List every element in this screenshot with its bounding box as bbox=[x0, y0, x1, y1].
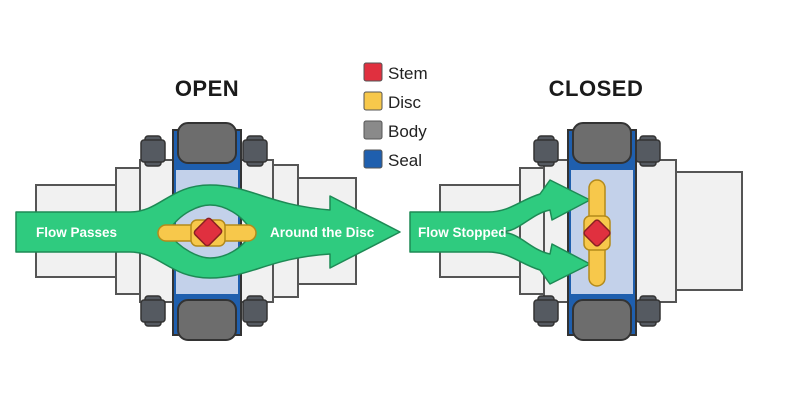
open-bottom-cap bbox=[177, 299, 237, 341]
open-disc-assembly bbox=[157, 217, 257, 247]
closed-disc-assembly bbox=[583, 179, 611, 287]
legend-item-stem: Stem bbox=[363, 62, 428, 83]
closed-bolts bbox=[533, 135, 661, 327]
legend-label-disc: Disc bbox=[388, 93, 422, 112]
open-bolts bbox=[140, 135, 268, 327]
closed-top-cap bbox=[572, 122, 632, 164]
open-flow-label-right: Around the Disc bbox=[270, 225, 375, 240]
closed-pipes bbox=[439, 159, 743, 303]
legend-item-disc: Disc bbox=[363, 91, 422, 112]
open-flow-label-left: Flow Passes bbox=[36, 225, 117, 240]
closed-valve: CLOSED Flow Stopped bbox=[409, 76, 743, 341]
legend: Stem Disc Body Seal bbox=[363, 62, 428, 170]
legend-label-stem: Stem bbox=[388, 64, 428, 83]
closed-flow-arrows bbox=[409, 179, 591, 285]
closed-stem bbox=[583, 219, 611, 247]
open-valve: OPEN Flow Passes Around the Disc bbox=[15, 76, 401, 341]
closed-flow-label: Flow Stopped bbox=[418, 225, 507, 240]
closed-bottom-cap bbox=[572, 299, 632, 341]
legend-item-body: Body bbox=[363, 120, 427, 141]
legend-label-body: Body bbox=[388, 122, 427, 141]
legend-swatch-stem bbox=[363, 62, 383, 82]
legend-item-seal: Seal bbox=[363, 149, 422, 170]
legend-label-seal: Seal bbox=[388, 151, 422, 170]
legend-swatch-body bbox=[363, 120, 383, 140]
open-title: OPEN bbox=[175, 76, 239, 101]
closed-title: CLOSED bbox=[549, 76, 644, 101]
open-stem bbox=[193, 217, 223, 247]
legend-swatch-disc bbox=[363, 91, 383, 111]
open-top-cap bbox=[177, 122, 237, 164]
legend-swatch-seal bbox=[363, 149, 383, 169]
